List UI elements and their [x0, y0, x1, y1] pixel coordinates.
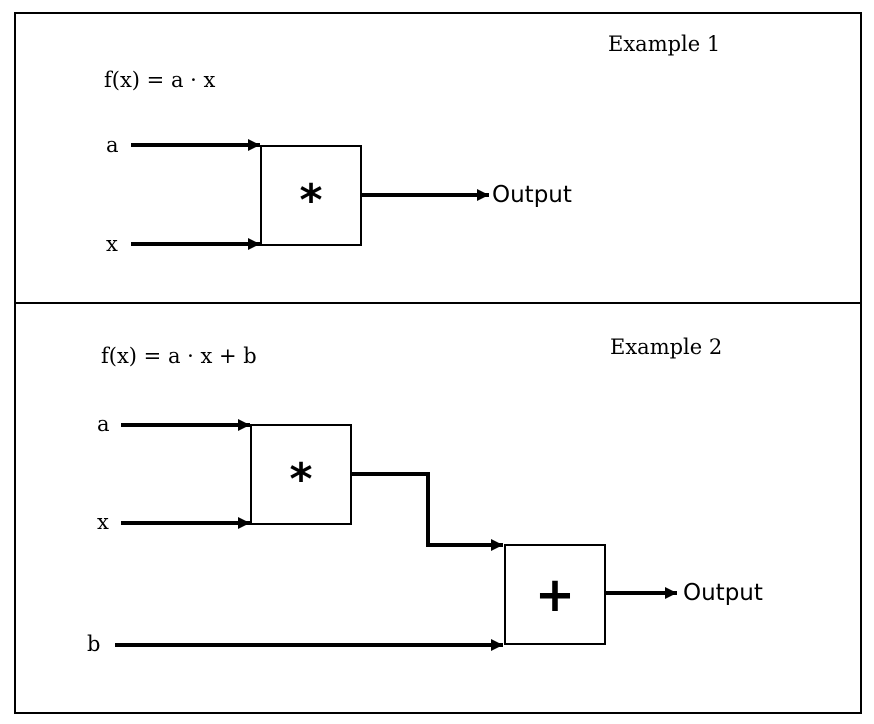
ex2-input-b-label: b — [87, 632, 101, 656]
ex2-mult-to-add-wire — [352, 472, 503, 551]
ex1-input-x-label: x — [106, 232, 118, 256]
example-2-title: Example 2 — [610, 335, 723, 359]
example-2-formula: f(x) = a · x + b — [101, 344, 257, 368]
ex1-multiply-node: * — [260, 145, 362, 246]
example-2-panel — [14, 302, 862, 714]
example-1-title: Example 1 — [608, 32, 721, 56]
ex1-input-a-label: a — [106, 133, 119, 157]
ex2-add-node: + — [504, 544, 606, 645]
ex2-multiply-node: * — [250, 424, 352, 525]
example-1-formula: f(x) = a · x — [104, 68, 216, 92]
ex2-output-label: Output — [683, 580, 763, 606]
ex1-output-label: Output — [492, 182, 572, 208]
ex2-input-x-label: x — [97, 510, 109, 534]
ex2-multiply-operator: * — [289, 453, 313, 505]
ex2-add-operator: + — [534, 566, 576, 623]
ex2-input-a-label: a — [97, 412, 110, 436]
ex1-multiply-operator: * — [299, 174, 323, 226]
